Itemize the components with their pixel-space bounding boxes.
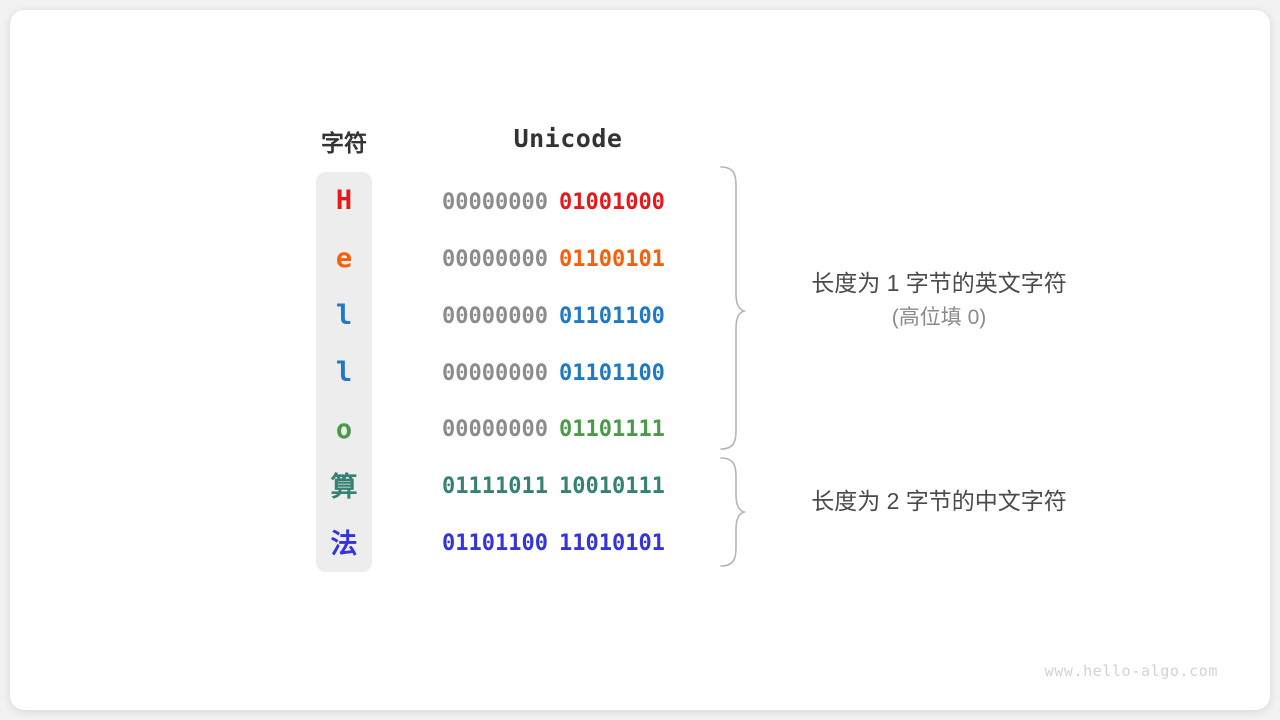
binary-high-byte: 00000000 (442, 361, 548, 386)
binary-row: 00000000 01101100 (442, 302, 694, 332)
character-cell: l (335, 357, 353, 388)
annotation-english-line1: 长度为 1 字节的英文字符 (811, 270, 1067, 296)
binary-low-byte: 01101111 (558, 417, 665, 442)
binary-low-byte: 10010111 (558, 474, 665, 499)
character-column-background (316, 172, 372, 572)
annotation-english-line2: (高位填 0) (891, 306, 987, 329)
annotation-english: 长度为 1 字节的英文字符 (高位填 0) (774, 265, 1104, 335)
binary-high-byte: 00000000 (442, 304, 548, 329)
binary-low-byte: 01100101 (558, 247, 665, 272)
binary-low-byte: 01101100 (558, 304, 665, 329)
column-header-unicode: Unicode (513, 124, 623, 153)
binary-row: 00000000 01100101 (442, 245, 694, 275)
character-cell: o (335, 414, 353, 445)
binary-low-byte: 11010101 (558, 531, 665, 556)
annotation-chinese: 长度为 2 字节的中文字符 (774, 483, 1104, 519)
character-cell: 法 (330, 529, 358, 559)
binary-low-byte: 01001000 (558, 190, 665, 215)
binary-high-byte: 00000000 (442, 417, 548, 442)
binary-high-byte: 01111011 (442, 474, 548, 499)
binary-low-byte: 01101100 (558, 361, 665, 386)
brace-chinese (720, 457, 747, 567)
column-header-character: 字符 (321, 130, 367, 156)
brace-english (720, 166, 747, 450)
character-cell: 算 (330, 472, 358, 502)
binary-row: 00000000 01101100 (442, 359, 694, 389)
binary-row: 01111011 10010111 (442, 472, 694, 502)
annotation-chinese-line1: 长度为 2 字节的中文字符 (811, 488, 1067, 514)
binary-row: 00000000 01001000 (442, 188, 694, 218)
character-cell: H (335, 185, 353, 216)
character-cell: e (335, 243, 353, 274)
watermark: www.hello-algo.com (1044, 662, 1218, 680)
binary-high-byte: 00000000 (442, 247, 548, 272)
binary-row: 00000000 01101111 (442, 415, 694, 445)
binary-high-byte: 00000000 (442, 190, 548, 215)
character-cell: l (335, 300, 353, 331)
binary-row: 01101100 11010101 (442, 529, 694, 559)
binary-high-byte: 01101100 (442, 531, 548, 556)
